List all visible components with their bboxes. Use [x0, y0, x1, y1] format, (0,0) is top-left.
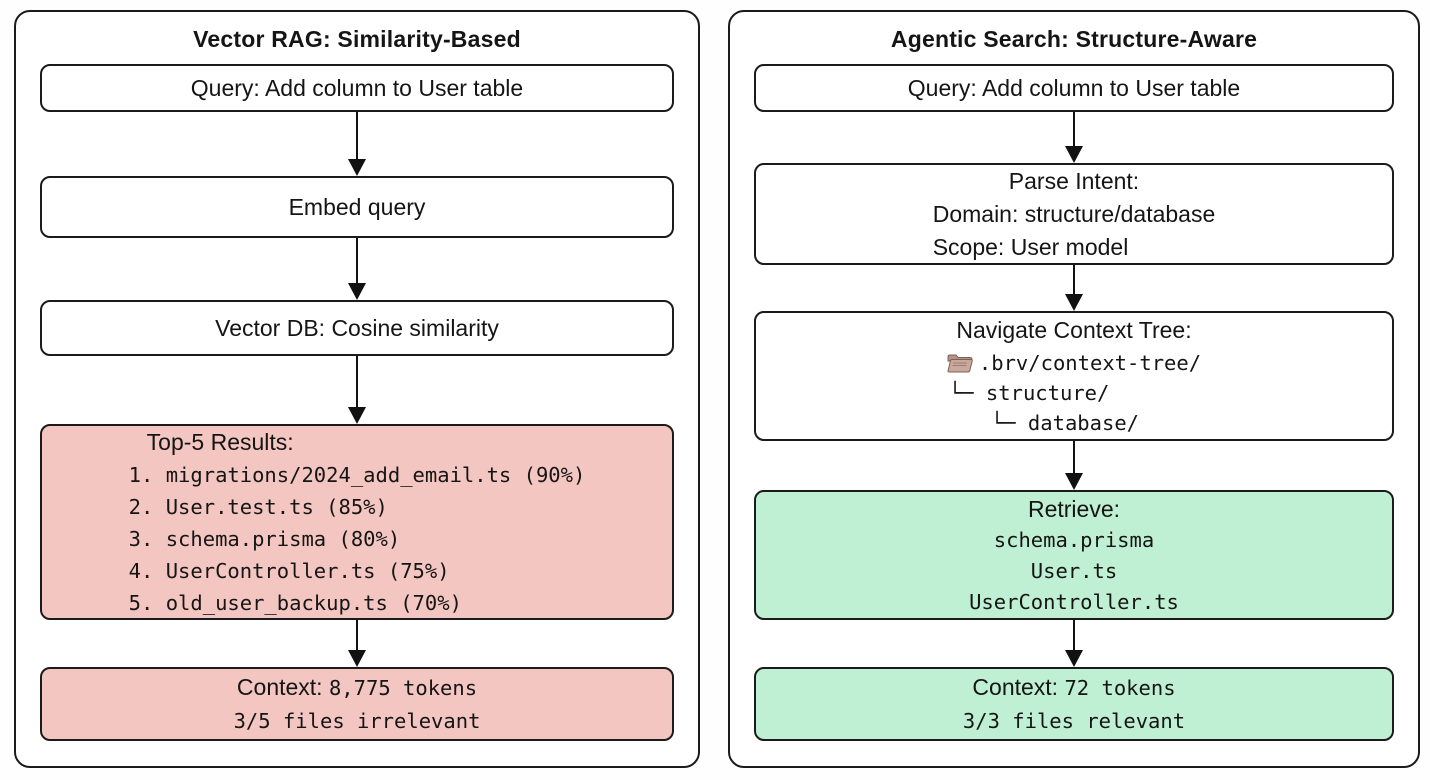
arrow-shaft: [355, 356, 359, 407]
embed-text: Embed query: [288, 194, 426, 220]
parse-intent-heading: Parse Intent:: [1008, 167, 1140, 194]
agentic-search-panel: Agentic Search: Structure-Aware Query: A…: [728, 10, 1420, 768]
top5-results-heading: Top-5 Results:: [146, 429, 294, 455]
top5-results-box: Top-5 Results: 1. migrations/2024_add_em…: [40, 424, 674, 620]
vector-db-text: Vector DB: Cosine similarity: [215, 315, 499, 341]
top5-results-block: Top-5 Results: 1. migrations/2024_add_em…: [129, 425, 586, 619]
arrow-head-icon: [1065, 473, 1083, 490]
flow-arrow: [347, 356, 367, 424]
agentic-search-title: Agentic Search: Structure-Aware: [890, 26, 1258, 52]
parse-intent-details: Domain: structure/database Scope: User m…: [933, 198, 1216, 264]
arrow-head-icon: [1065, 146, 1083, 163]
folder-icon: [947, 354, 973, 372]
context-token-count: 72 tokens: [1064, 675, 1176, 700]
parse-domain: Domain: structure/database: [932, 200, 1216, 227]
context-tokens-line: Context: 72 tokens: [972, 671, 1175, 705]
flow-arrow: [347, 112, 367, 176]
vector-rag-context-box: Context: 8,775 tokens 3/5 files irreleva…: [40, 667, 674, 741]
vector-rag-title: Vector RAG: Similarity-Based: [193, 26, 521, 52]
context-tokens-line: Context: 8,775 tokens: [237, 671, 477, 705]
arrow-shaft: [1072, 112, 1076, 146]
arrow-head-icon: [348, 159, 366, 176]
flow-arrow: [1064, 441, 1084, 490]
context-tree: .brv/context-tree/ └─ structure/ └─ data…: [947, 348, 1201, 438]
arrow-head-icon: [348, 650, 366, 667]
flow-arrow: [1064, 620, 1084, 667]
arrow-shaft: [1072, 265, 1076, 294]
arrow-shaft: [1072, 620, 1076, 650]
parse-scope: Scope: User model: [932, 233, 1129, 260]
retrieve-box: Retrieve: schema.prisma User.ts UserCont…: [754, 490, 1394, 620]
arrow-head-icon: [348, 283, 366, 300]
context-relevance-line: 3/3 files relevant: [962, 708, 1186, 733]
flow-arrow: [347, 620, 367, 667]
arrow-head-icon: [1065, 294, 1083, 311]
tree-root-path: .brv/context-tree/: [978, 351, 1202, 375]
tree-root-line: .brv/context-tree/: [947, 348, 1201, 378]
context-label: Context:: [236, 673, 329, 700]
navigate-heading: Navigate Context Tree:: [956, 317, 1192, 343]
vector-rag-query-box: Query: Add column to User table: [40, 64, 674, 112]
parse-intent-box: Parse Intent: Domain: structure/database…: [754, 163, 1394, 265]
arrow-shaft: [355, 112, 359, 159]
context-label: Context:: [972, 673, 1065, 700]
result-item: 4. UserController.ts (75%): [128, 559, 450, 583]
result-item: 5. old_user_backup.ts (70%): [128, 591, 462, 615]
arrow-head-icon: [348, 407, 366, 424]
retrieved-file: User.ts: [1030, 558, 1118, 583]
embed-query-box: Embed query: [40, 176, 674, 238]
agentic-context-box: Context: 72 tokens 3/3 files relevant: [754, 667, 1394, 741]
flow-arrow: [1064, 112, 1084, 163]
arrow-shaft: [355, 620, 359, 650]
result-item: 1. migrations/2024_add_email.ts (90%): [128, 463, 586, 487]
arrow-shaft: [1072, 441, 1076, 473]
arrow-shaft: [355, 238, 359, 283]
retrieve-heading: Retrieve:: [1027, 495, 1121, 522]
agentic-query-box: Query: Add column to User table: [754, 64, 1394, 112]
vector-rag-panel: Vector RAG: Similarity-Based Query: Add …: [14, 10, 700, 768]
retrieved-file: UserController.ts: [969, 589, 1179, 614]
retrieved-file: schema.prisma: [993, 527, 1155, 552]
navigate-context-tree-box: Navigate Context Tree: .brv/context-tree…: [754, 311, 1394, 441]
query-text: Query: Add column to User table: [190, 75, 524, 101]
context-relevance-line: 3/5 files irrelevant: [233, 708, 481, 733]
result-item: 2. User.test.ts (85%): [128, 495, 388, 519]
flow-arrow: [347, 238, 367, 300]
context-token-count: 8,775 tokens: [328, 675, 478, 700]
arrow-head-icon: [1065, 650, 1083, 667]
flow-arrow: [1064, 265, 1084, 311]
tree-child-database: └─ database/: [990, 411, 1140, 435]
result-item: 3. schema.prisma (80%): [128, 527, 401, 551]
tree-child-structure: └─ structure/: [948, 381, 1110, 405]
vector-db-box: Vector DB: Cosine similarity: [40, 300, 674, 356]
query-text: Query: Add column to User table: [907, 75, 1241, 101]
